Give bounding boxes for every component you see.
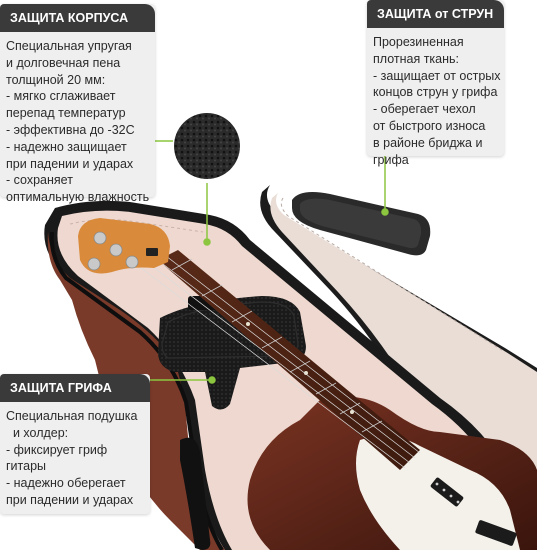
callout-line: перепад температур — [6, 106, 126, 121]
callout-line: от быстрого износа — [373, 118, 486, 133]
callout-title: ЗАЩИТА ГРИФА — [0, 374, 150, 402]
callout-line: - фиксирует гриф — [6, 442, 108, 457]
callout-text: Специальная подушка и холдер: - фиксируе… — [6, 408, 144, 509]
callout-line: Прорезиненная — [373, 35, 464, 49]
callout-line: - эффективна до -32С — [6, 122, 135, 137]
callout-string-protection: ЗАЩИТА от СТРУН Прорезиненная плотная тк… — [367, 0, 504, 167]
callout-line: оптимальную влажность — [6, 190, 150, 205]
callout-line: Специальная подушка — [6, 409, 138, 423]
callout-line: при падении и ударах — [6, 156, 134, 171]
callout-connectors — [150, 140, 389, 384]
callout-line: - оберегает чехол — [373, 102, 476, 117]
callout-line: и долговечная пена — [6, 55, 121, 70]
callout-text: Прорезиненная плотная ткань: - защищает … — [373, 34, 501, 168]
callout-line: - надежно защищает — [6, 139, 127, 154]
callout-line: - мягко сглаживает — [6, 89, 116, 104]
callout-line: - сохраняет — [6, 173, 73, 188]
callout-body-protection: ЗАЩИТА КОРПУСА Специальная упругая и дол… — [0, 4, 155, 204]
callout-neck-protection: ЗАЩИТА ГРИФА Специальная подушка и холде… — [0, 374, 150, 514]
callout-title: ЗАЩИТА от СТРУН — [367, 0, 504, 28]
callout-title: ЗАЩИТА КОРПУСА — [0, 4, 155, 32]
callout-line: грифа — [373, 152, 409, 167]
callout-line: толщиной 20 мм: — [6, 72, 106, 87]
bass-guitar — [78, 218, 537, 550]
callout-text: Специальная упругая и долговечная пена т… — [6, 38, 149, 206]
foam-sample — [171, 110, 243, 182]
callout-line: - защищает от острых — [373, 68, 501, 83]
callout-line: и холдер: — [6, 425, 69, 440]
callout-line: гитары — [6, 459, 47, 474]
callout-line: при падении и ударах — [6, 492, 134, 507]
callout-line: в районе бриджа и — [373, 135, 483, 150]
callout-line: Специальная упругая — [6, 39, 132, 53]
callout-line: - надежно оберегает — [6, 476, 126, 491]
callout-line: плотная ткань: — [373, 51, 460, 66]
callout-line: концов струн у грифа — [373, 85, 498, 100]
